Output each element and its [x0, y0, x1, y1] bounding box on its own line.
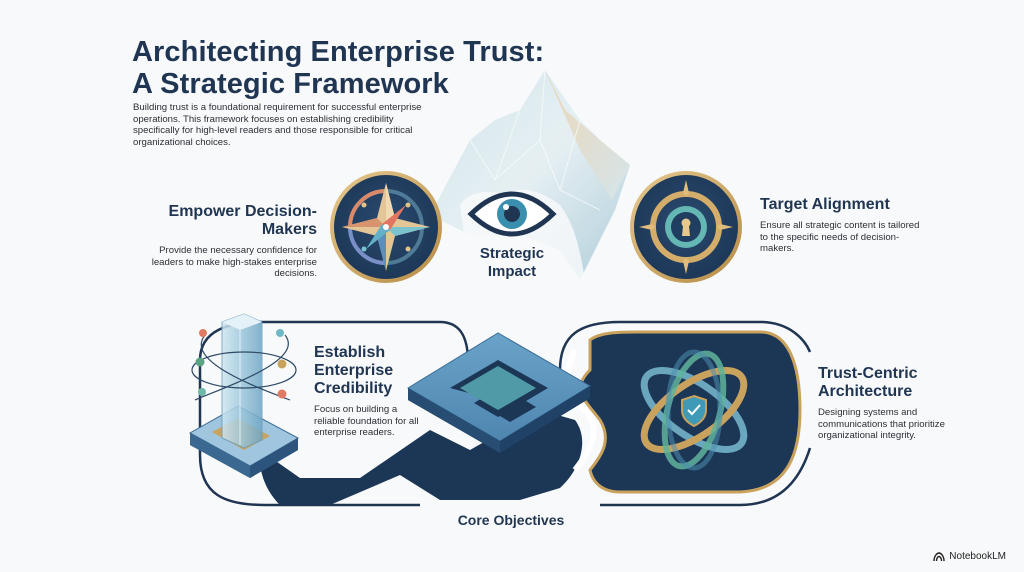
title-line-2: A Strategic Framework: [132, 68, 449, 100]
notebooklm-logo-icon: [933, 551, 945, 561]
platform-slab-icon: [407, 332, 591, 453]
target-alignment-block: Target Alignment Ensure all strategic co…: [760, 196, 920, 255]
core-objectives-label: Core Objectives: [457, 512, 565, 528]
compass-icon: [330, 171, 442, 283]
trust-centric-block: Trust-Centric Architecture Designing sys…: [818, 365, 968, 442]
intro-paragraph: Building trust is a foundational require…: [133, 102, 422, 148]
empower-description: Provide the necessary confidence for lea…: [151, 245, 317, 280]
crystal-pillar-icon: [188, 313, 300, 478]
brand-name: NotebookLM: [949, 551, 1006, 562]
empower-decision-makers-block: Empower Decision-Makers Provide the nece…: [150, 203, 317, 280]
establish-title: Establish Enterprise Credibility: [314, 344, 394, 397]
strategic-impact-label: Strategic Impact: [479, 245, 545, 280]
target-description: Ensure all strategic content is tailored…: [760, 220, 920, 255]
title-line-1: Architecting Enterprise Trust:: [132, 36, 545, 68]
page-title: Architecting Enterprise Trust: A Strateg…: [132, 36, 544, 100]
empower-title: Empower Decision-Makers: [168, 203, 317, 238]
interlocked-rings-shield-icon: [640, 349, 748, 471]
trust-description: Designing systems and communications tha…: [818, 407, 945, 442]
establish-credibility-block: Establish Enterprise Credibility Focus o…: [314, 344, 429, 439]
keyhole-target-icon: [630, 171, 742, 283]
establish-description: Focus on building a reliable foundation …: [314, 404, 419, 439]
target-title: Target Alignment: [760, 196, 890, 213]
brand-watermark: NotebookLM: [933, 551, 1006, 562]
trust-title: Trust-Centric Architecture: [818, 365, 918, 400]
eye-icon: [467, 191, 557, 237]
